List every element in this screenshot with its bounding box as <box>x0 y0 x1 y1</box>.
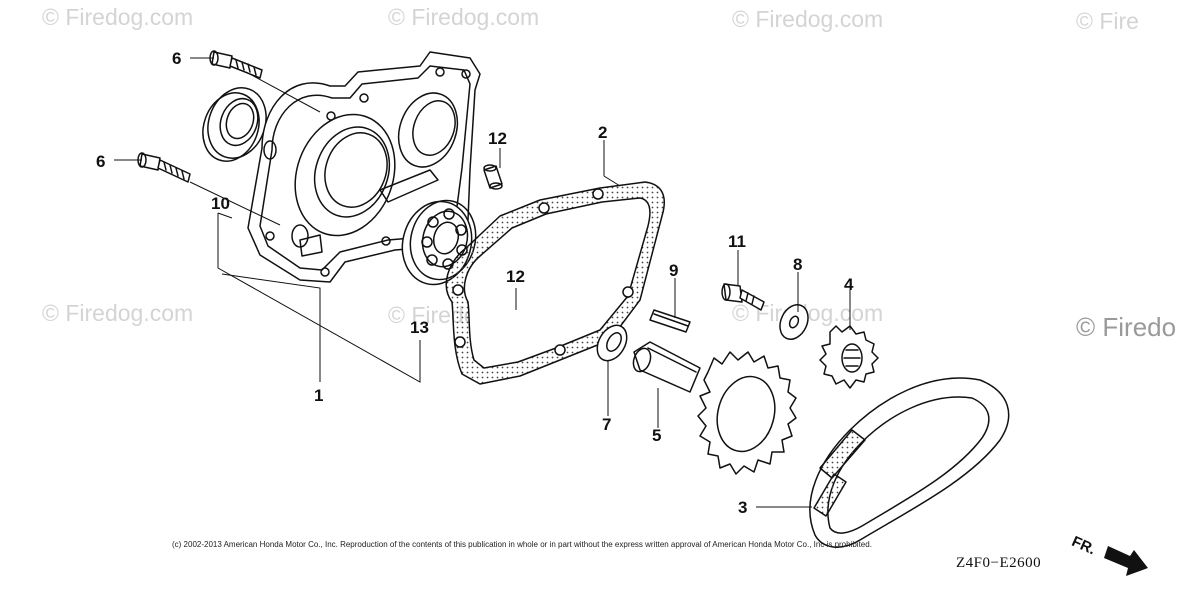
callout-11: 11 <box>728 232 746 251</box>
watermark: © Firedog.com <box>42 4 194 30</box>
callout-3: 3 <box>738 498 748 517</box>
callout-6-lower: 6 <box>96 152 106 171</box>
woodruff-key <box>649 309 691 333</box>
thrust-washer <box>596 324 628 362</box>
watermark: © Fire <box>1076 8 1139 34</box>
callout-10: 10 <box>211 194 230 213</box>
watermark: © Firedo <box>1076 312 1177 342</box>
drive-chain <box>809 377 1010 548</box>
callout-7: 7 <box>602 415 612 434</box>
callout-5: 5 <box>652 426 662 445</box>
flange-bolt-upper <box>209 50 263 79</box>
leader-lines <box>114 57 851 508</box>
watermark: © Firedog.com <box>732 6 884 32</box>
oil-seal <box>202 87 267 162</box>
watermark: © Firedog.com <box>388 4 540 30</box>
callout-12-lower: 12 <box>506 267 525 286</box>
copyright-notice: (c) 2002-2013 American Honda Motor Co., … <box>172 540 872 549</box>
gasket <box>445 181 666 385</box>
watermark: © Firedog.com <box>42 300 194 326</box>
callout-9: 9 <box>669 261 679 280</box>
hex-bolt <box>721 283 765 311</box>
callout-12-upper: 12 <box>488 129 507 148</box>
driven-sprocket <box>697 351 797 475</box>
drive-sprocket <box>819 325 879 389</box>
callout-4: 4 <box>844 275 854 294</box>
callout-8: 8 <box>793 255 803 274</box>
dowel-pin-upper <box>483 164 503 190</box>
drawing-code: Z4F0−E2600 <box>956 555 1042 571</box>
plain-washer <box>779 304 809 340</box>
callout-13: 13 <box>410 318 429 337</box>
callout-6-upper: 6 <box>172 49 182 68</box>
callout-2: 2 <box>598 123 608 142</box>
front-arrow-icon <box>1104 546 1148 576</box>
flange-bolt-lower <box>137 152 191 183</box>
callout-1: 1 <box>314 386 324 405</box>
